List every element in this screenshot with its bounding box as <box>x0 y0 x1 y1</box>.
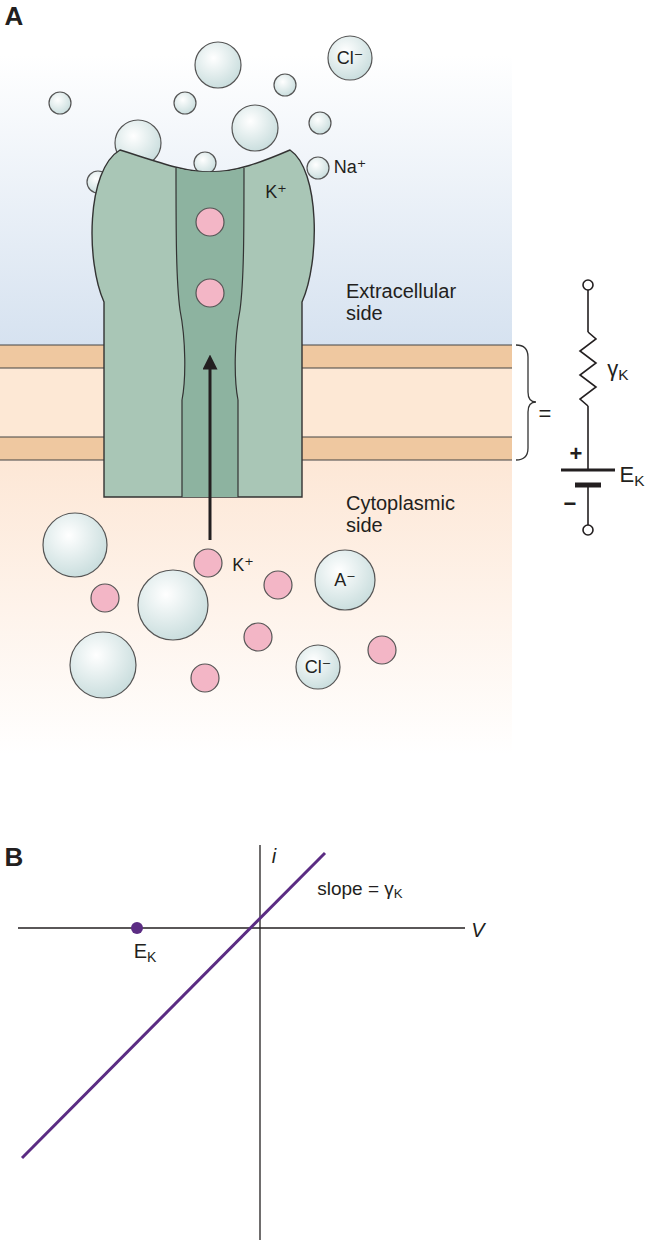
ion-name: Cl⁻ <box>327 35 373 81</box>
circuit-symbol <box>561 280 615 535</box>
ion-circle: A⁻ <box>314 549 376 611</box>
label: γK <box>607 357 628 384</box>
label: Na⁺ <box>334 158 367 178</box>
label: − <box>564 492 577 516</box>
label: Cytoplasmic side <box>346 492 496 536</box>
iv-plot <box>18 845 465 1240</box>
ions-inside <box>43 513 208 698</box>
ion-circle: Cl⁻ <box>327 35 373 81</box>
label: EK <box>620 463 645 490</box>
ion-circle: Cl⁻ <box>295 644 341 690</box>
potassium-ions <box>196 208 224 307</box>
flux-arrow <box>209 362 212 540</box>
label: K⁺ <box>265 183 287 203</box>
label: EK <box>134 940 157 965</box>
label: i <box>272 845 276 867</box>
label: = <box>539 402 552 426</box>
label: A <box>5 2 24 31</box>
label: slope = γK <box>317 879 402 902</box>
label: V <box>471 919 484 941</box>
cytoplasm-ground <box>0 460 512 755</box>
bracket <box>516 345 536 460</box>
potassium-ions <box>91 549 396 692</box>
label: K⁺ <box>232 556 254 576</box>
ion-name: A⁻ <box>314 549 376 611</box>
label: Extracellular side <box>346 280 496 324</box>
channel-protein <box>92 150 314 497</box>
label: B <box>5 843 24 872</box>
ion-name: Cl⁻ <box>295 644 341 690</box>
label: + <box>570 442 583 466</box>
